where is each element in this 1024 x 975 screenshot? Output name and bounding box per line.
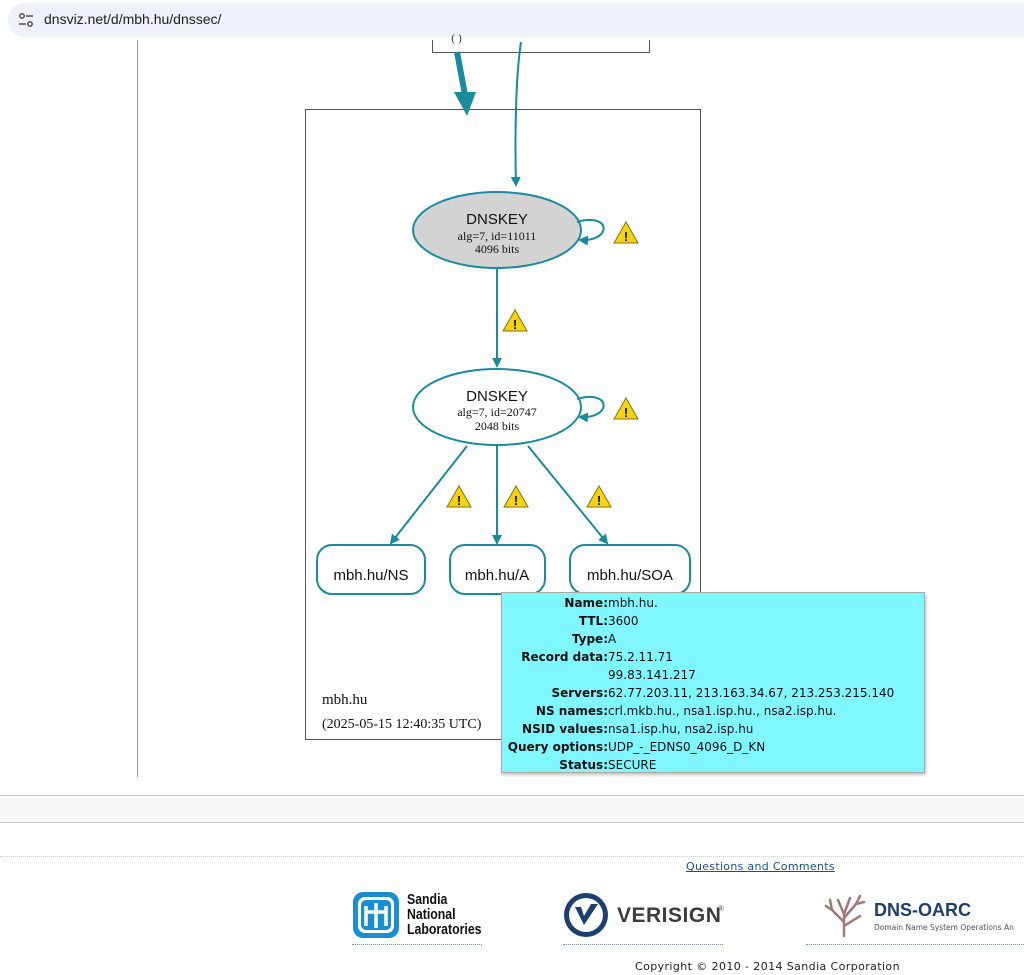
footer-band [0, 795, 1024, 823]
rrset-node-a[interactable]: mbh.hu/A [449, 544, 546, 595]
url-text[interactable]: dnsviz.net/d/mbh.hu/dnssec/ [44, 11, 222, 27]
tooltip-value: 62.77.203.11, 213.163.34.67, 213.253.215… [608, 686, 895, 700]
tooltip-value: crl.mkb.hu., nsa1.isp.hu., nsa2.isp.hu. [608, 704, 837, 718]
tooltip-row: NSID values:nsa1.isp.hu, nsa2.isp.hu [502, 722, 926, 740]
zsk-to-soa-edge[interactable] [527, 445, 609, 545]
dnskey-node-zsk[interactable]: DNSKEY alg=7, id=20747 2048 bits [412, 368, 582, 446]
dnsoarc-underline [806, 944, 1024, 945]
sandia-underline [352, 944, 482, 945]
ksk-bits: 4096 bits [475, 242, 520, 256]
warning-glyph: ! [457, 493, 461, 508]
zone-name: mbh.hu [322, 692, 368, 708]
warning-glyph: ! [624, 405, 628, 420]
tooltip-label: NSID values: [522, 722, 608, 736]
tooltip-value: UDP_-_EDNS0_4096_D_KN [608, 740, 766, 754]
tooltip-value: 3600 [608, 614, 639, 628]
tooltip-row: TTL:3600 [502, 614, 926, 632]
dnsoarc-subtitle: Domain Name System Operations An [874, 923, 1014, 932]
tooltip-value: 99.83.141.217 [608, 668, 696, 682]
parent-edge[interactable] [510, 41, 522, 187]
sandia-logo[interactable]: Sandia National Laboratories [352, 890, 482, 940]
tooltip-row: Name:mbh.hu. [502, 596, 926, 614]
rrset-node-soa[interactable]: mbh.hu/SOA [569, 544, 691, 595]
verisign-logo[interactable]: VERISIGN ® [563, 892, 724, 940]
rrset-a-box [449, 544, 546, 595]
warning-glyph: ! [514, 493, 518, 508]
tooltip-row: 99.83.141.217 [502, 668, 926, 686]
dnskey-node-ksk[interactable]: DNSKEY alg=7, id=11011 4096 bits [412, 191, 582, 269]
rrset-soa-label: mbh.hu/SOA [587, 567, 673, 584]
copyright-text: Copyright © 2010 - 2014 Sandia Corporati… [635, 960, 900, 973]
warning-glyph: ! [624, 229, 628, 244]
site-info-icon[interactable] [18, 12, 34, 28]
zsk-to-ns-edge[interactable] [389, 445, 468, 545]
tooltip-row: Servers:62.77.203.11, 213.163.34.67, 213… [502, 686, 926, 704]
tooltip-label: Servers: [551, 686, 608, 700]
zsk-self-edge[interactable] [576, 396, 605, 423]
warning-glyph: ! [597, 493, 601, 508]
rrset-ns-box [316, 544, 426, 595]
tooltip-value: mbh.hu. [608, 596, 658, 610]
dnssec-graph: DNSKEY alg=7, id=11011 4096 bits DNSKEY … [316, 41, 691, 595]
sandia-thunderbird-icon [353, 892, 399, 938]
tooltip-row: NS names:crl.mkb.hu., nsa1.isp.hu., nsa2… [502, 704, 926, 722]
sidebar-divider [137, 40, 138, 777]
dnsoarc-title: DNS-OARC [874, 900, 971, 920]
zsk-bits: 2048 bits [475, 419, 520, 433]
zsk-ellipse [412, 368, 582, 446]
zsk-title: DNSKEY [466, 388, 528, 405]
parent-zone-label: ( ) [451, 34, 462, 45]
sandia-line2: National [407, 906, 456, 923]
warning-glyph: ! [513, 317, 517, 332]
sandia-line1: Sandia [407, 891, 448, 908]
rrset-ns-label: mbh.hu/NS [333, 567, 408, 584]
tooltip-label: Query options: [507, 740, 608, 754]
tooltip-row: Query options:UDP_-_EDNS0_4096_D_KN [502, 740, 926, 758]
dnsoarc-tree-icon [824, 894, 866, 938]
tooltip-row: Record data:75.2.11.71 [502, 650, 926, 668]
address-bar: dnsviz.net/d/mbh.hu/dnssec/ [0, 0, 1024, 40]
zsk-alg: alg=7, id=20747 [457, 405, 537, 419]
warning-triangle-icon[interactable]: ! [586, 484, 612, 508]
url-field[interactable] [8, 3, 1024, 37]
verisign-underline [563, 944, 723, 945]
ksk-title: DNSKEY [466, 211, 528, 228]
tooltip-row: Type:A [502, 632, 926, 650]
tooltip-label: Name: [564, 596, 608, 610]
warning-triangle-icon[interactable]: ! [502, 308, 528, 332]
tooltip-label: Status: [559, 758, 608, 772]
verisign-wordmark: VERISIGN [617, 904, 722, 927]
ksk-self-edge[interactable] [576, 219, 605, 246]
verisign-check-icon [564, 893, 608, 937]
rrset-a-label: mbh.hu/A [465, 567, 529, 584]
footer-divider [0, 856, 1024, 857]
warning-triangle-icon[interactable]: ! [613, 396, 639, 420]
tooltip-value: A [608, 632, 617, 646]
ksk-alg: alg=7, id=11011 [458, 229, 537, 243]
rrset-node-ns[interactable]: mbh.hu/NS [316, 544, 426, 595]
tooltip-label: TTL: [578, 614, 608, 628]
sandia-line3: Laboratories [407, 921, 482, 938]
parent-zone-box: ( ) [432, 34, 650, 53]
tooltip-row: Status:SECURE [502, 758, 926, 776]
tooltip-label: NS names: [535, 704, 608, 718]
verisign-tm: ® [718, 904, 724, 913]
questions-link[interactable]: Questions and Comments [686, 860, 835, 873]
warning-triangle-icon[interactable]: ! [613, 220, 639, 244]
ds-edge[interactable] [454, 51, 476, 116]
tooltip-label: Type: [571, 632, 608, 646]
dnsoarc-logo[interactable]: DNS-OARC Domain Name System Operations A… [822, 892, 1024, 940]
warning-triangle-icon[interactable]: ! [503, 484, 529, 508]
tooltip-value: 75.2.11.71 [608, 650, 673, 664]
zone-timestamp: (2025-05-15 12:40:35 UTC) [322, 717, 482, 732]
warning-triangle-icon[interactable]: ! [446, 484, 472, 508]
tooltip-label: Record data: [521, 650, 608, 664]
tooltip-value: SECURE [608, 758, 657, 772]
tooltip-value: nsa1.isp.hu, nsa2.isp.hu [608, 722, 754, 736]
